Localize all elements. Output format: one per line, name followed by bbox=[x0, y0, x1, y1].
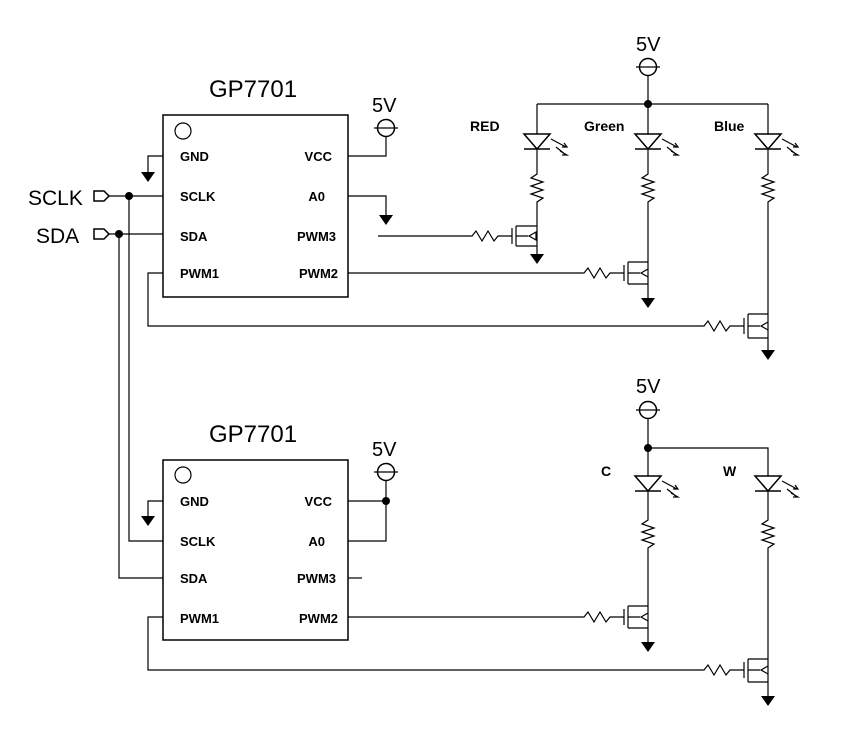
led-diode-icon bbox=[753, 133, 783, 151]
chip-bottom-pin-sclk: SCLK bbox=[180, 534, 216, 549]
mosfet-blue-icon bbox=[147, 272, 769, 350]
chip-top-pin-sda: SDA bbox=[180, 229, 208, 244]
ground-icon bbox=[641, 642, 655, 652]
channel-green: Green bbox=[348, 104, 681, 308]
chip-top-pin-pwm2: PWM2 bbox=[299, 266, 338, 281]
chip-bottom-vcc-wire bbox=[348, 471, 398, 542]
chip-top-pin-gnd: GND bbox=[180, 149, 209, 164]
ground-icon bbox=[379, 215, 393, 225]
chip-bottom-pin-sda: SDA bbox=[180, 571, 208, 586]
signal-inputs: SCLK SDA bbox=[28, 187, 163, 579]
mosfet-red-icon bbox=[378, 225, 538, 254]
chip-top-pin-a0: A0 bbox=[308, 189, 325, 204]
mosfet-c-icon bbox=[348, 605, 649, 642]
chip-bottom-body bbox=[162, 459, 349, 641]
led-top-supply: 5V bbox=[537, 34, 768, 108]
chip-top-pin-pwm1: PWM1 bbox=[180, 266, 219, 281]
led-diode-icon bbox=[522, 133, 552, 151]
channel-blue: Blue bbox=[147, 104, 801, 360]
led-label-w: W bbox=[723, 463, 737, 479]
led-label-blue: Blue bbox=[714, 118, 745, 134]
chip-top-supply: 5V bbox=[348, 95, 398, 157]
chip-top-a0-wire bbox=[348, 195, 387, 215]
sclk-label: SCLK bbox=[28, 187, 83, 210]
chip-ground-wiring bbox=[141, 155, 393, 526]
sda-connector-icon bbox=[93, 228, 111, 240]
chip-top-pin-vcc: VCC bbox=[305, 149, 333, 164]
chip-top-5v-label: 5V bbox=[372, 95, 397, 117]
vcc-junction-dot bbox=[382, 497, 390, 505]
ground-icon bbox=[761, 696, 775, 706]
light-emission-icon bbox=[661, 480, 681, 498]
led-bottom-5v-label: 5V bbox=[636, 376, 661, 398]
sda-junction-dot bbox=[115, 230, 123, 238]
led-diode-icon bbox=[753, 475, 783, 493]
chip-bottom-5v-label: 5V bbox=[372, 439, 397, 461]
ground-icon bbox=[141, 516, 155, 526]
ground-icon bbox=[141, 172, 155, 182]
chip-top-pin-sclk: SCLK bbox=[180, 189, 216, 204]
channel-c: C bbox=[348, 448, 681, 652]
led-label-red: RED bbox=[470, 118, 500, 134]
chip-bottom: GP7701 GND SCLK SDA PWM1 VCC A0 PWM3 PWM… bbox=[162, 421, 349, 641]
chip-top-body bbox=[162, 114, 349, 298]
chip-bottom-gnd-wire bbox=[147, 500, 163, 516]
chip-bottom-pin1-marker bbox=[174, 466, 192, 484]
light-emission-icon bbox=[781, 480, 801, 498]
resistor-icon bbox=[760, 149, 776, 314]
led-diode-icon bbox=[633, 133, 663, 151]
chip-bottom-pin-pwm1: PWM1 bbox=[180, 611, 219, 626]
light-emission-icon bbox=[781, 138, 801, 156]
channel-w: W bbox=[147, 463, 801, 706]
chip-bottom-pin-pwm2: PWM2 bbox=[299, 611, 338, 626]
led-top-5v-label: 5V bbox=[636, 34, 661, 56]
led-diode-icon bbox=[633, 475, 663, 493]
mosfet-w-icon bbox=[147, 616, 769, 696]
chip-top-pin1-marker bbox=[174, 122, 192, 140]
chip-bottom-pin-pwm3: PWM3 bbox=[297, 571, 336, 586]
led-top-rail bbox=[537, 66, 768, 105]
mosfet-green-icon bbox=[348, 261, 649, 298]
chip-bottom-pin-vcc: VCC bbox=[305, 494, 333, 509]
sda-bus bbox=[109, 233, 163, 579]
ground-icon bbox=[641, 298, 655, 308]
chip-top-pin-pwm3: PWM3 bbox=[297, 229, 336, 244]
sda-label: SDA bbox=[36, 225, 79, 248]
resistor-icon bbox=[529, 149, 545, 226]
resistor-icon bbox=[760, 491, 776, 659]
sclk-connector-icon bbox=[93, 190, 111, 202]
chip-top-gnd-wire bbox=[147, 155, 163, 172]
light-emission-icon bbox=[550, 138, 570, 156]
chip-bottom-pin-a0: A0 bbox=[308, 534, 325, 549]
chip-top-title: GP7701 bbox=[209, 76, 297, 103]
led-label-green: Green bbox=[584, 118, 624, 134]
resistor-icon bbox=[640, 491, 656, 606]
light-emission-icon bbox=[661, 138, 681, 156]
chip-top-vcc-wire bbox=[348, 127, 398, 157]
chip-top: GP7701 GND SCLK SDA PWM1 VCC A0 PWM3 PWM… bbox=[162, 76, 349, 298]
led-bottom-supply: 5V bbox=[636, 376, 769, 476]
chip-bottom-title: GP7701 bbox=[209, 421, 297, 448]
chip-bottom-supply: 5V bbox=[348, 439, 398, 542]
resistor-icon bbox=[640, 149, 656, 262]
chip-bottom-pin-gnd: GND bbox=[180, 494, 209, 509]
sclk-junction-dot bbox=[125, 192, 133, 200]
sclk-bus bbox=[109, 195, 163, 542]
ground-icon bbox=[761, 350, 775, 360]
led-bottom-rail bbox=[636, 409, 769, 476]
led-label-c: C bbox=[601, 463, 611, 479]
ground-icon bbox=[530, 254, 544, 264]
channel-red: RED bbox=[378, 104, 570, 264]
